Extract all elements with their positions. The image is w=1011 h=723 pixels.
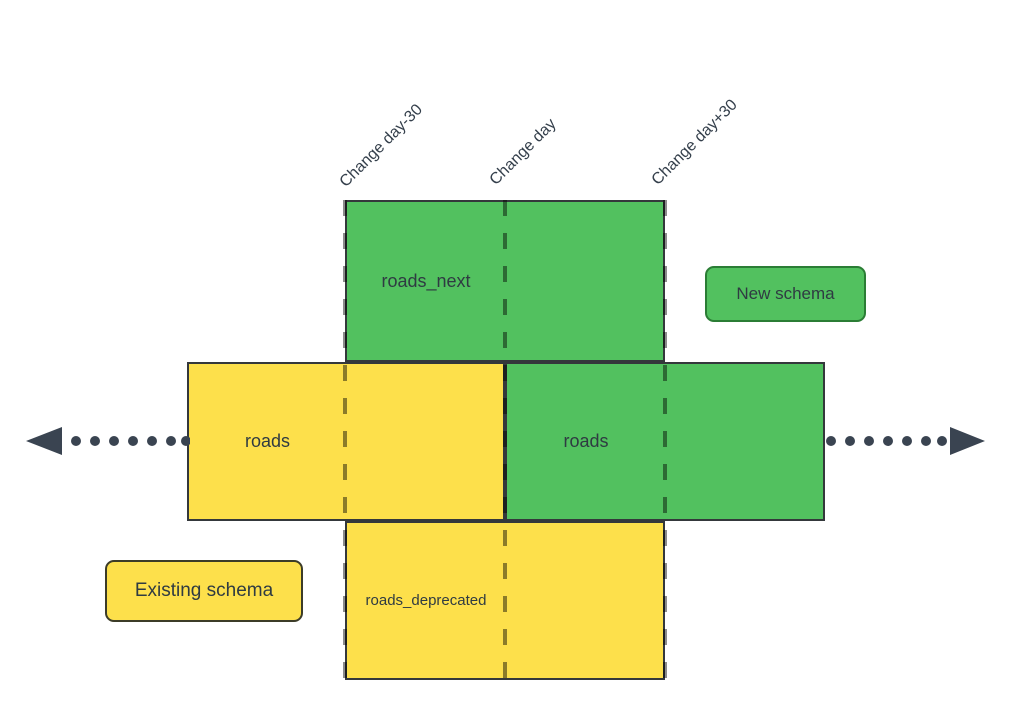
legend-existing-schema: Existing schema [105,560,303,622]
table-box-roads-deprecated-label: roads_deprecated [365,592,487,609]
table-box-roads-new-label: roads [563,431,609,451]
legend-new-schema: New schema [705,266,866,322]
timeline-arrow-left-icon [26,427,190,455]
legend-new-schema-label: New schema [736,284,835,303]
table-box-roads-deprecated: roads_deprecated [345,521,665,680]
table-box-roads-existing-label: roads [244,431,291,451]
table-box-roads-next: roads_next [345,200,665,362]
marker-label-change-day: Change day [486,115,560,189]
timeline-arrow-right-icon [826,427,985,455]
dashed-line-change-day [503,200,507,680]
marker-label-change-day-plus-30: Change day+30 [648,96,741,189]
marker-label-change-day-minus-30: Change day-30 [336,101,426,191]
legend-existing-schema-label: Existing schema [134,580,274,601]
table-box-roads-next-label: roads_next [381,270,471,291]
dashed-line-change-day-minus-30 [343,200,347,680]
dashed-line-change-day-plus-30 [663,200,667,680]
table-box-roads-new: roads [505,362,825,521]
